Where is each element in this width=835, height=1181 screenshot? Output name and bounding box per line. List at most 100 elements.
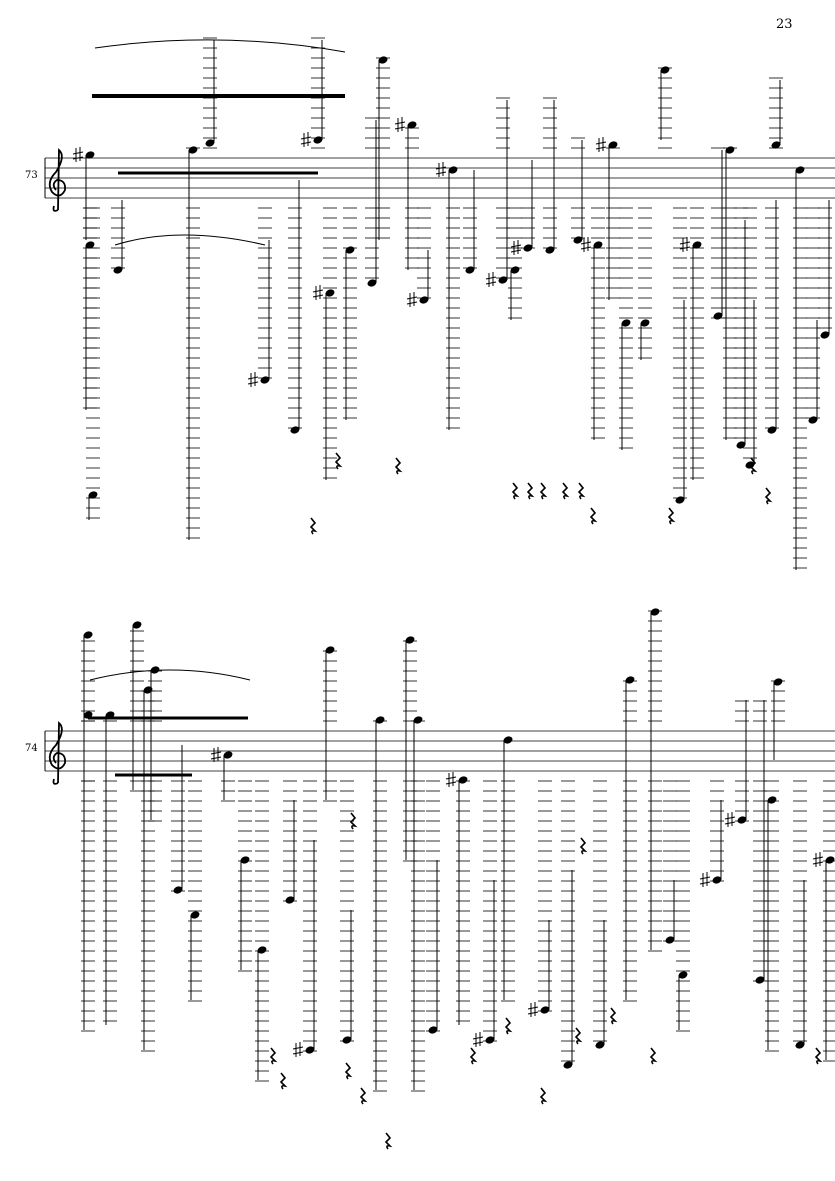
notehead <box>503 736 513 744</box>
rest-icon <box>609 1007 618 1025</box>
rest-icon <box>511 482 520 500</box>
notehead <box>428 1026 438 1034</box>
sharp-icon <box>435 162 447 177</box>
notehead <box>257 946 267 954</box>
rest-icon <box>577 482 586 500</box>
notehead <box>190 911 200 919</box>
rest-icon <box>334 452 343 470</box>
notehead <box>665 936 675 944</box>
sharp-icon <box>312 285 324 300</box>
sharp-icon <box>394 117 406 132</box>
rest-icon <box>539 1087 548 1105</box>
rest-icon <box>749 457 758 475</box>
rest-icon <box>469 1047 478 1065</box>
notehead <box>325 646 335 654</box>
rest-icon <box>344 1062 353 1080</box>
notehead <box>737 816 747 824</box>
rest-icon <box>359 1087 368 1105</box>
notehead <box>593 241 603 249</box>
notehead <box>755 976 765 984</box>
notehead <box>771 141 781 149</box>
rest-icon <box>764 487 773 505</box>
page-number: 23 <box>776 17 793 32</box>
notehead <box>563 1061 573 1069</box>
notehead <box>83 631 93 639</box>
sharp-icon <box>580 237 592 252</box>
notehead <box>205 139 215 147</box>
rest-icon <box>667 507 676 525</box>
notehead <box>795 1041 805 1049</box>
notehead <box>132 621 142 629</box>
rest-icon <box>814 1047 823 1065</box>
notehead <box>650 608 660 616</box>
notehead <box>448 166 458 174</box>
sharp-icon <box>812 852 824 867</box>
treble-clef-icon <box>48 721 66 785</box>
notehead <box>375 716 385 724</box>
sharp-icon <box>292 1042 304 1057</box>
rest-icon <box>589 507 598 525</box>
notehead <box>458 776 468 784</box>
rest-icon <box>384 1132 393 1150</box>
sharp-icon <box>210 747 222 762</box>
notehead <box>736 441 746 449</box>
notehead <box>540 1006 550 1014</box>
sharp-icon <box>527 1002 539 1017</box>
rest-icon <box>394 457 403 475</box>
rest-icon <box>504 1017 513 1035</box>
sharp-icon <box>247 372 259 387</box>
notehead <box>413 716 423 724</box>
sharp-icon <box>472 1032 484 1047</box>
measure-number-73: 73 <box>25 170 38 181</box>
sharp-icon <box>300 132 312 147</box>
notehead <box>712 876 722 884</box>
notehead <box>305 1046 315 1054</box>
sharp-icon <box>485 272 497 287</box>
sharp-icon <box>406 292 418 307</box>
rest-icon <box>561 482 570 500</box>
rest-icon <box>349 812 358 830</box>
notehead <box>367 279 377 287</box>
notehead <box>143 686 153 694</box>
notehead <box>405 636 415 644</box>
notehead <box>595 1041 605 1049</box>
notehead <box>342 1036 352 1044</box>
rest-icon <box>539 482 548 500</box>
notehead <box>621 319 631 327</box>
notehead <box>223 751 233 759</box>
rest-icon <box>269 1047 278 1065</box>
notehead <box>773 678 783 686</box>
notehead <box>485 1036 495 1044</box>
rest-icon <box>579 837 588 855</box>
notehead <box>285 896 295 904</box>
notehead <box>625 676 635 684</box>
rest-icon <box>309 517 318 535</box>
sharp-icon <box>595 137 607 152</box>
notehead <box>767 796 777 804</box>
notehead <box>240 856 250 864</box>
treble-clef-icon <box>48 148 66 212</box>
notehead <box>85 241 95 249</box>
rest-icon <box>279 1072 288 1090</box>
notehead <box>88 491 98 499</box>
sharp-icon <box>724 812 736 827</box>
rest-icon <box>649 1047 658 1065</box>
sharp-icon <box>445 772 457 787</box>
slur <box>114 234 266 246</box>
notehead <box>678 971 688 979</box>
notehead <box>640 319 650 327</box>
notehead <box>692 241 702 249</box>
notehead <box>407 121 417 129</box>
sharp-icon <box>510 240 522 255</box>
sharp-icon <box>72 147 84 162</box>
notehead <box>173 886 183 894</box>
sharp-icon <box>679 237 691 252</box>
slur <box>89 669 251 681</box>
rest-icon <box>574 1027 583 1045</box>
notehead <box>825 856 835 864</box>
rest-icon <box>526 482 535 500</box>
notehead <box>325 289 335 297</box>
notehead <box>820 331 830 339</box>
measure-number-74: 74 <box>25 743 38 754</box>
